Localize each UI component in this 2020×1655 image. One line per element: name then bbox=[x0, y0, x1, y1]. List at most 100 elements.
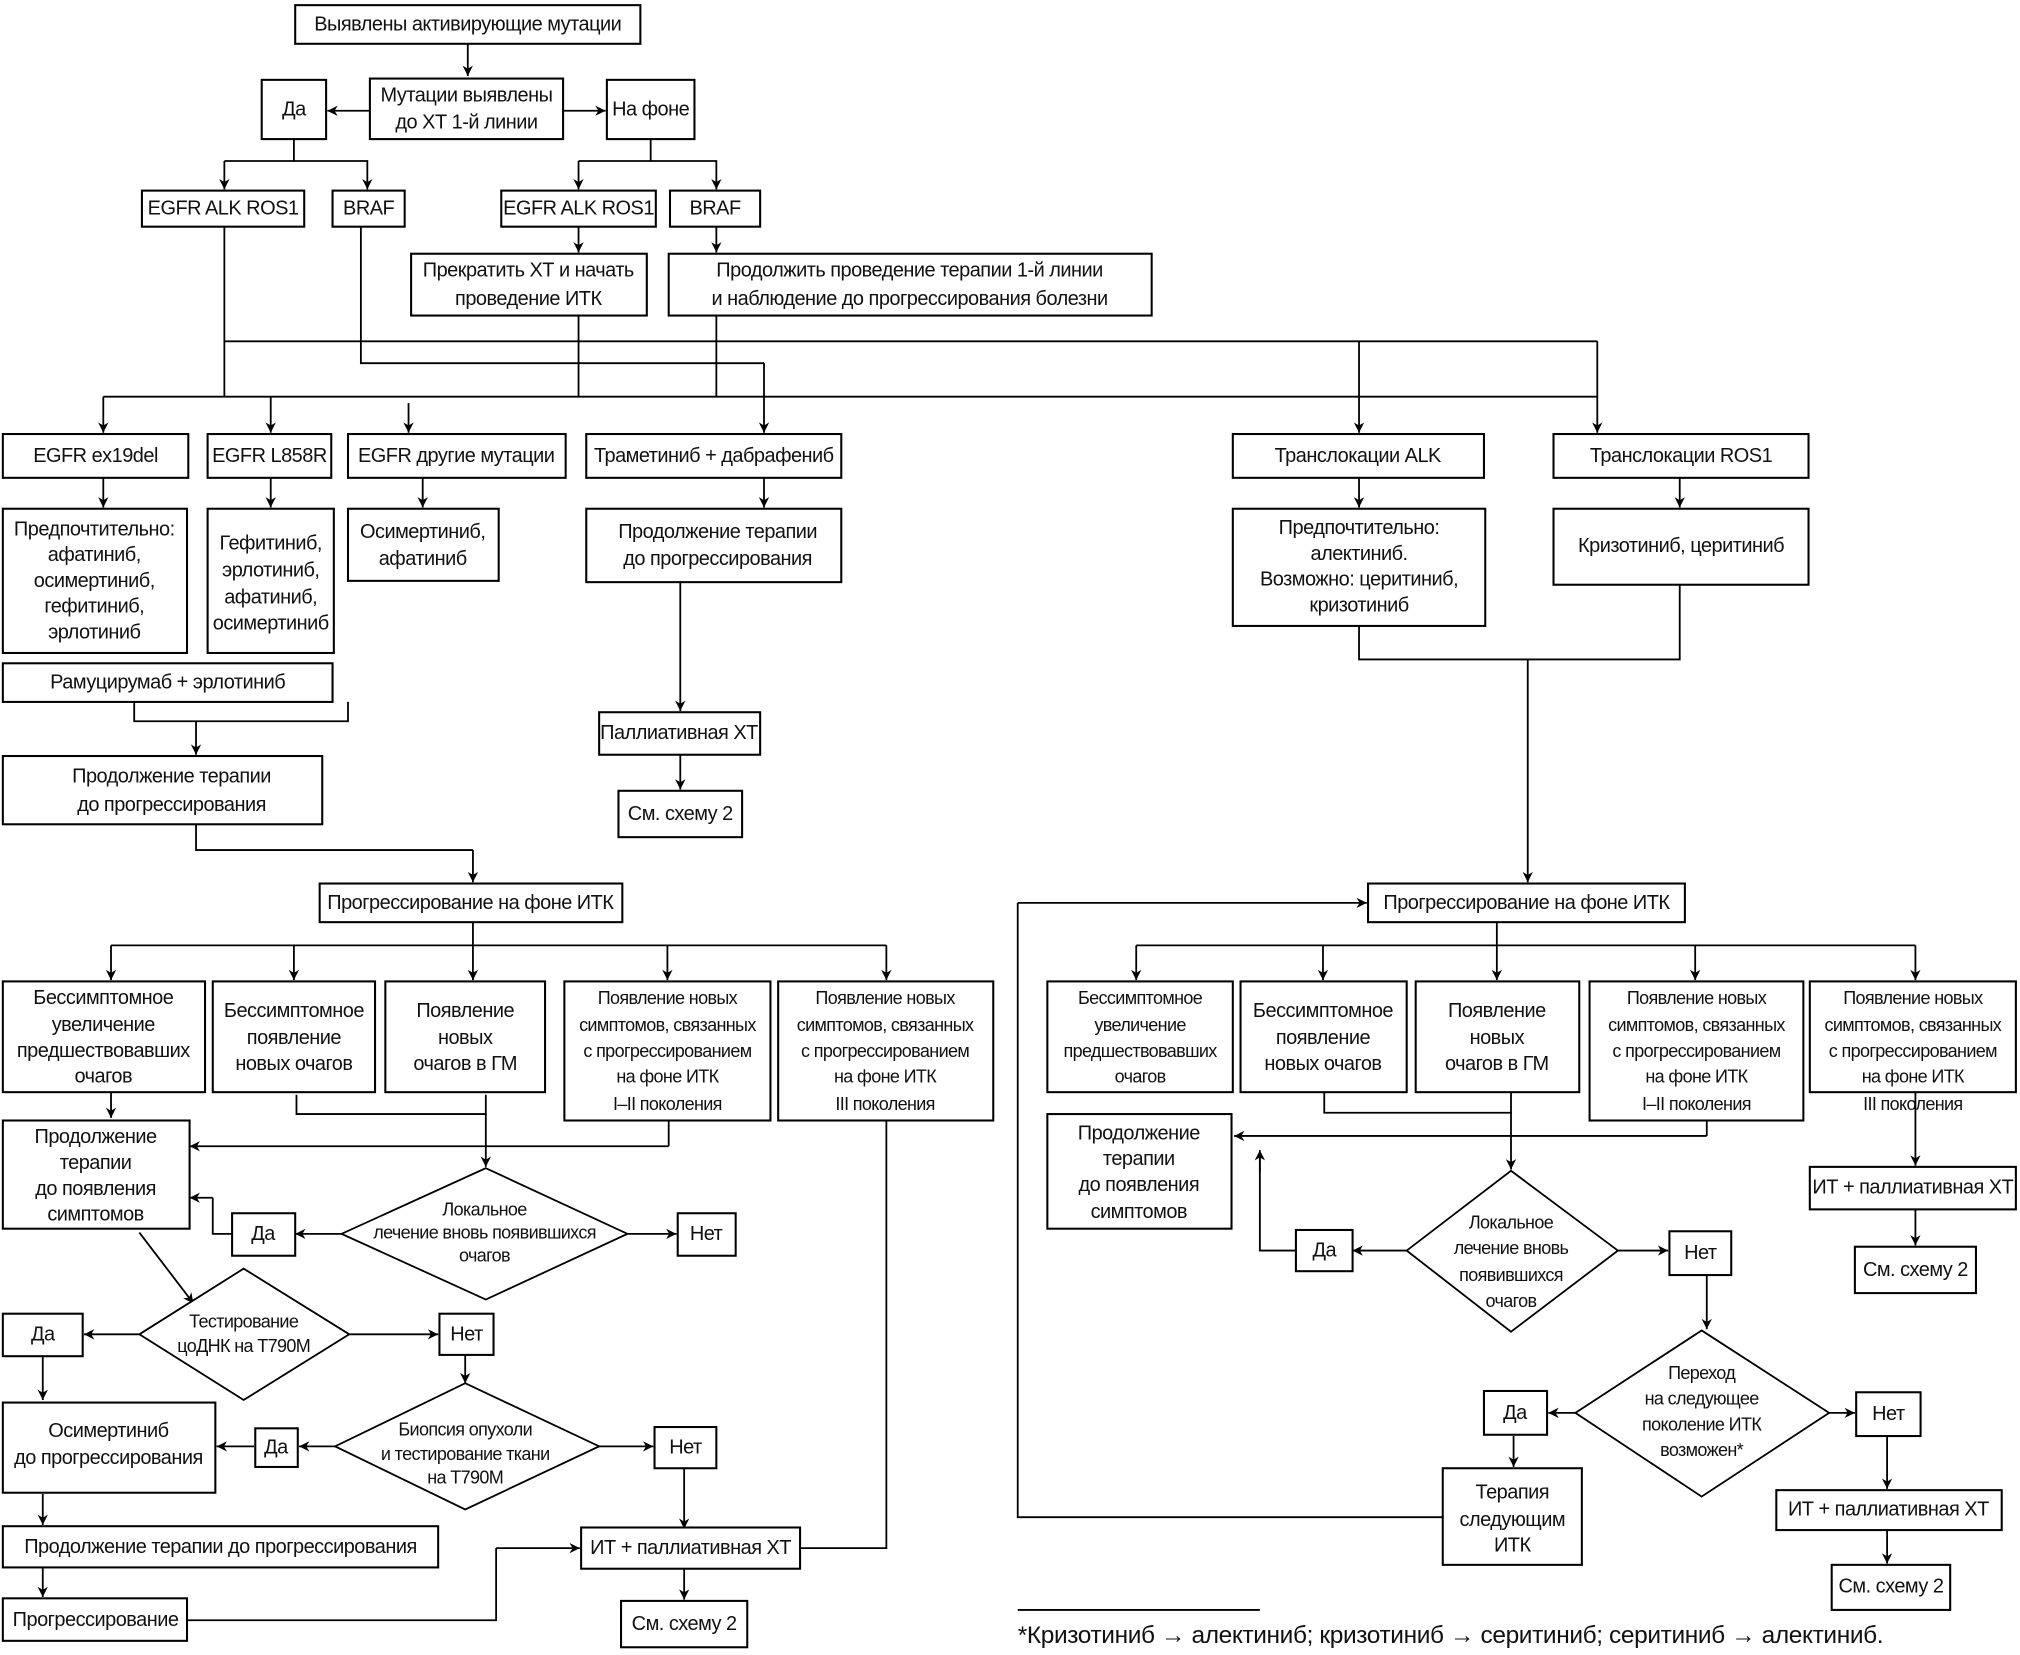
node-ros1-treatment: Кризотиниб, церитиниб bbox=[1552, 507, 1810, 586]
svg-text:лечение вновь: лечение вновь bbox=[1454, 1238, 1569, 1258]
svg-text:новых очагов: новых очагов bbox=[1264, 1053, 1381, 1075]
svg-text:Нет: Нет bbox=[690, 1223, 723, 1245]
svg-text:Да: Да bbox=[264, 1437, 289, 1459]
svg-text:на фоне ИТК: на фоне ИТК bbox=[616, 1067, 719, 1087]
svg-text:Траметиниб + дабрафениб: Траметиниб + дабрафениб bbox=[594, 445, 834, 467]
svg-text:очагов: очагов bbox=[74, 1066, 132, 1088]
svg-text:предшествовавших: предшествовавших bbox=[1063, 1041, 1217, 1061]
node-next-tki-therapy: Терапия следующим ИТК bbox=[1441, 1467, 1583, 1566]
node-ros1-translocation: Транслокации ROS1 bbox=[1552, 433, 1810, 479]
svg-text:Бессимптомное: Бессимптомное bbox=[33, 987, 173, 1009]
svg-text:Нет: Нет bbox=[450, 1323, 483, 1345]
svg-text:III поколения: III поколения bbox=[835, 1094, 934, 1114]
svg-text:симптомов, связанных: симптомов, связанных bbox=[1608, 1015, 1785, 1035]
svg-text:появившихся: появившихся bbox=[1459, 1265, 1563, 1285]
svg-text:EGFR L858R: EGFR L858R bbox=[212, 445, 327, 467]
svg-text:Продолжение: Продолжение bbox=[35, 1126, 157, 1148]
svg-text:Транслокации ROS1: Транслокации ROS1 bbox=[1590, 445, 1773, 467]
svg-text:Продолжить проведение терапии: Продолжить проведение терапии 1-й линии bbox=[716, 259, 1102, 281]
node-it-palliative-right-top: ИТ + паллиативная ХТ bbox=[1808, 1165, 2017, 1211]
svg-text:симптомов, связанных: симптомов, связанных bbox=[1825, 1015, 2002, 1035]
node-continue-progression-egfr: Продолжение терапии до прогрессирования bbox=[1, 754, 324, 826]
decision-biopsy-test: Биопсия опухоли и тестирование ткани на … bbox=[333, 1382, 602, 1511]
svg-text:Предпочтительно:: Предпочтительно: bbox=[1279, 517, 1440, 539]
svg-text:Появление новых: Появление новых bbox=[1627, 988, 1767, 1008]
scenario-right-3: Появление новых очагов в ГМ bbox=[1414, 980, 1581, 1094]
svg-text:на фоне ИТК: на фоне ИТК bbox=[1862, 1067, 1965, 1087]
node-on-background: На фоне bbox=[605, 78, 696, 141]
svg-text:Рамуцирумаб + эрлотиниб: Рамуцирумаб + эрлотиниб bbox=[50, 672, 285, 694]
svg-text:EGFR ALK ROS1: EGFR ALK ROS1 bbox=[503, 198, 654, 220]
node-continue-progression-braf: Продолжение терапии до прогрессирования bbox=[585, 507, 843, 584]
svg-text:Транслокации ALK: Транслокации ALK bbox=[1275, 445, 1442, 467]
svg-text:EGFR ex19del: EGFR ex19del bbox=[33, 445, 158, 467]
node-egfr-alk-ros1-a: EGFR ALK ROS1 bbox=[140, 189, 306, 228]
node-egfr-l858r: EGFR L858R bbox=[206, 433, 333, 479]
node-yes-biopsy: Да bbox=[254, 1427, 299, 1468]
svg-text:См. схему 2: См. схему 2 bbox=[1863, 1259, 1968, 1281]
node-continue-first-line: Продолжить проведение терапии 1-й линии … bbox=[667, 252, 1153, 317]
svg-text:Биопсия опухоли: Биопсия опухоли bbox=[398, 1420, 532, 1440]
node-other-treatment: Осимертиниб, афатиниб bbox=[346, 507, 500, 582]
svg-text:Да: Да bbox=[251, 1223, 276, 1245]
node-trametinib: Траметиниб + дабрафениб bbox=[585, 433, 843, 479]
svg-text:терапии: терапии bbox=[60, 1152, 132, 1174]
svg-text:осимертиниб,: осимертиниб, bbox=[34, 570, 155, 592]
svg-text:Продолжение терапии до прогрес: Продолжение терапии до прогрессирования bbox=[24, 1536, 417, 1558]
svg-text:на фоне ИТК: на фоне ИТК bbox=[834, 1067, 937, 1087]
node-progression: Прогрессирование bbox=[1, 1597, 189, 1642]
svg-text:Гефитиниб,: Гефитиниб, bbox=[220, 533, 322, 555]
svg-text:и тестирование ткани: и тестирование ткани bbox=[381, 1444, 550, 1464]
svg-text:Появление новых: Появление новых bbox=[815, 988, 955, 1008]
svg-text:с прогрессированием: с прогрессированием bbox=[1612, 1041, 1780, 1061]
node-continue-progression-oneline: Продолжение терапии до прогрессирования bbox=[1, 1525, 440, 1569]
svg-text:следующим: следующим bbox=[1460, 1509, 1566, 1531]
svg-text:появление: появление bbox=[247, 1027, 342, 1049]
svg-text:очагов: очагов bbox=[459, 1246, 510, 1266]
node-osimertinib: Осимертиниб до прогрессирования bbox=[1, 1401, 217, 1494]
svg-text:Прогрессирование на фоне ИТК: Прогрессирование на фоне ИТК bbox=[327, 892, 614, 914]
node-ramucirumab: Рамуцирумаб + эрлотиниб bbox=[1, 662, 334, 703]
node-no-ctdna: Нет bbox=[438, 1312, 495, 1356]
svg-text:Осимертиниб,: Осимертиниб, bbox=[360, 521, 485, 543]
node-ex19del-treatment: Предпочтительно: афатиниб, осимертиниб, … bbox=[1, 507, 189, 655]
svg-text:проведение ИТК: проведение ИТК bbox=[455, 288, 602, 310]
svg-text:до ХТ 1-й линии: до ХТ 1-й линии bbox=[395, 111, 537, 133]
svg-text:с прогрессированием: с прогрессированием bbox=[1829, 1041, 1997, 1061]
scenario-left-4: Появление новых симптомов, связанных с п… bbox=[563, 980, 772, 1122]
svg-text:симптомов: симптомов bbox=[1091, 1201, 1187, 1223]
svg-text:поколение ИТК: поколение ИТК bbox=[1642, 1414, 1762, 1434]
node-yes-ctdna: Да bbox=[1, 1312, 84, 1358]
svg-text:с прогрессированием: с прогрессированием bbox=[583, 1041, 751, 1061]
svg-text:новых очагов: новых очагов bbox=[235, 1053, 352, 1075]
svg-text:III поколения: III поколения bbox=[1863, 1094, 1962, 1114]
svg-text:Появление: Появление bbox=[1448, 1000, 1546, 1022]
svg-text:Продолжение терапии: Продолжение терапии bbox=[618, 521, 817, 543]
svg-text:увеличение: увеличение bbox=[1094, 1015, 1186, 1035]
node-progression-tki-egfr: Прогрессирование на фоне ИТК bbox=[318, 882, 624, 924]
scenario-right-4: Появление новых симптомов, связанных с п… bbox=[1588, 980, 1805, 1122]
svg-text:возможен*: возможен* bbox=[1660, 1440, 1744, 1460]
svg-text:EGFR ALK ROS1: EGFR ALK ROS1 bbox=[148, 198, 299, 220]
node-see-scheme-2-braf: См. схему 2 bbox=[617, 789, 744, 839]
svg-text:Появление новых: Появление новых bbox=[1843, 988, 1983, 1008]
svg-text:См. схему 2: См. схему 2 bbox=[1838, 1576, 1943, 1598]
svg-text:ИТ + паллиативная ХТ: ИТ + паллиативная ХТ bbox=[1788, 1498, 1989, 1520]
svg-text:Кризотиниб, церитиниб: Кризотиниб, церитиниб bbox=[1578, 535, 1784, 557]
svg-text:ИТ + паллиативная ХТ: ИТ + паллиативная ХТ bbox=[590, 1537, 791, 1559]
svg-text:Продолжение терапии: Продолжение терапии bbox=[72, 766, 271, 788]
node-yes-local-right: Да bbox=[1294, 1228, 1354, 1273]
decision-local-treatment-left: Локальное лечение вновь появившихся очаг… bbox=[339, 1167, 630, 1301]
svg-text:новых: новых bbox=[1470, 1027, 1525, 1049]
svg-text:очагов: очагов bbox=[1115, 1067, 1166, 1087]
svg-text:Возможно: церитиниб,: Возможно: церитиниб, bbox=[1260, 569, 1458, 591]
svg-text:увеличение: увеличение bbox=[52, 1014, 156, 1036]
svg-text:афатиниб: афатиниб bbox=[379, 548, 467, 570]
svg-text:на фоне ИТК: на фоне ИТК bbox=[1645, 1067, 1748, 1087]
node-egfr-ex19del: EGFR ex19del bbox=[1, 433, 190, 479]
scenario-right-5: Появление новых симптомов, связанных с п… bbox=[1808, 980, 2017, 1114]
svg-text:Появление: Появление bbox=[416, 1000, 514, 1022]
svg-text:осимертиниб: осимертиниб bbox=[213, 612, 329, 634]
svg-text:Продолжение: Продолжение bbox=[1078, 1122, 1200, 1144]
node-egfr-alk-ros1-b: EGFR ALK ROS1 bbox=[500, 189, 657, 228]
